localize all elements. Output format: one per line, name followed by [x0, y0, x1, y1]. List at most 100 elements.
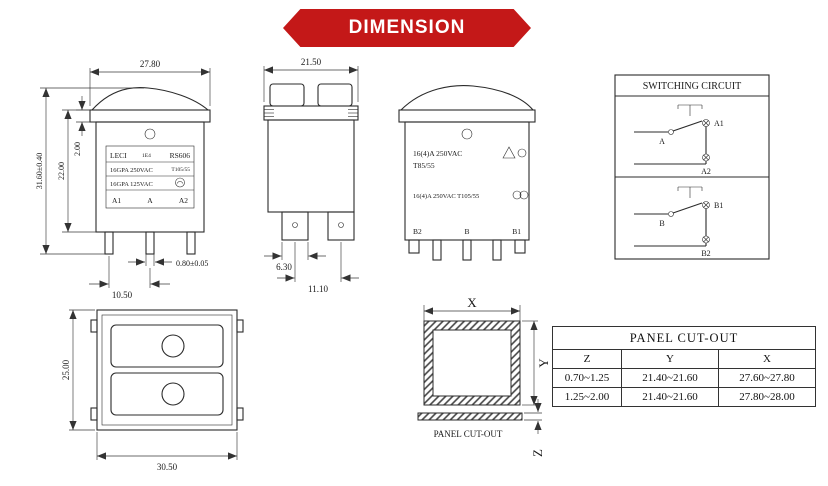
bezel-ribs: [264, 109, 358, 117]
terminal-left-label: A1: [112, 196, 121, 205]
brand-label: LECI: [110, 151, 127, 160]
rating1-label: 16GPA 250VAC: [110, 167, 153, 174]
dim-front-total-height-label: 31.60±0.40: [35, 153, 44, 189]
table-header-y: Y: [621, 349, 719, 369]
lamp-circle-1: [161, 334, 185, 358]
table-row: 0.70~1.25 21.40~21.60 27.60~27.80: [552, 368, 816, 388]
table-header-row: Z Y X: [552, 349, 816, 369]
back-terminal-left-label: B2: [413, 227, 422, 236]
double-circle-cert-icon: [512, 190, 529, 200]
pole-a-com-label: A: [659, 137, 665, 146]
terminal-b2: [432, 239, 442, 261]
rocker-opening-1: [110, 324, 224, 368]
back-rating1-label: 16(4)A 250VAC: [413, 149, 462, 158]
cutout-frame: [423, 320, 521, 406]
actuator-symbol-b: [677, 186, 703, 198]
terminal-b1: [492, 239, 502, 261]
contact-a2-symbol: [702, 153, 710, 162]
dim-bottom-width: 30.50: [96, 432, 238, 472]
dim-terminal-thickness-label: 0.80±0.05: [176, 259, 208, 268]
terminal-row-2: [327, 211, 355, 241]
panel-cutout-table: PANEL CUT-OUT Z Y X 0.70~1.25 21.40~21.6…: [552, 326, 816, 407]
pole-b-com-label: B: [659, 219, 664, 228]
lamp-circle-2: [161, 382, 185, 406]
back-temp1-label: T85/55: [413, 161, 435, 170]
panel-edge-view: [417, 412, 523, 421]
bezel: [398, 109, 536, 123]
dim-side-width-label: 21.50: [301, 57, 322, 67]
inner-frame: [101, 314, 233, 426]
back-terminal-mid-label: B: [464, 227, 469, 236]
dim-bottom-height-label: 25.00: [61, 359, 71, 380]
rocker-end-1: [269, 83, 305, 107]
circuit-title: SWITCHING CIRCUIT: [643, 81, 742, 92]
model-label: RS606: [170, 151, 191, 160]
side-post-right: [514, 239, 526, 254]
dim-front-width: 27.80: [89, 59, 211, 106]
pole-b-no-label: B1: [714, 201, 723, 210]
outer-frame: [96, 309, 238, 431]
table-title: PANEL CUT-OUT: [552, 326, 816, 350]
terminal-row-1: [281, 211, 309, 241]
contact-b2-symbol: [702, 235, 710, 244]
dim-cutout-z: Z: [524, 399, 545, 457]
terminal-b: [462, 239, 472, 261]
dim-bottom-height: 25.00: [61, 309, 95, 431]
front-rating-plate: LECI 1E4 RS606 16GPA 250VAC T105/55 16GP…: [105, 145, 195, 209]
dim-terminal-pitch: 10.50: [89, 256, 170, 300]
cutout-x-label: X: [467, 295, 477, 310]
back-marking-text: 16(4)A 250VAC T85/55 16(4)A 250VAC T105/…: [413, 146, 529, 236]
circuit-box: [614, 74, 770, 260]
cert-code-label: 1E4: [142, 153, 151, 159]
contact-a1-symbol: [702, 119, 710, 127]
ul-mark-icon: [175, 177, 185, 188]
dim-front-body-height: 22.00: [57, 109, 96, 233]
bottom-view-drawing: 25.00 30.50: [61, 309, 244, 472]
body: [95, 121, 205, 233]
bezel: [263, 105, 359, 121]
rating2-label: 16GPA 125VAC: [110, 181, 153, 188]
dim-tab-pitch: 11.10: [277, 242, 359, 294]
dim-front-body-height-label: 22.00: [57, 162, 66, 180]
dim-cutout-x: X: [423, 295, 521, 321]
rocker-opening-2: [110, 372, 224, 416]
plate-frame: [105, 145, 195, 209]
temp-label: T105/55: [171, 167, 190, 173]
clip-top-right: [236, 319, 244, 333]
clip-bottom-left: [90, 407, 98, 421]
switching-circuit-diagram: SWITCHING CIRCUIT A A1 A2: [614, 74, 770, 260]
mounting-hole: [144, 128, 156, 140]
dimension-banner: DIMENSION: [283, 9, 531, 47]
clip-bottom-right: [236, 407, 244, 421]
back-switch-body: [398, 85, 536, 261]
pole-b-nc-label: B2: [701, 249, 710, 258]
actuator-symbol-a: [677, 104, 703, 116]
mounting-hole: [461, 128, 473, 140]
dim-front-bezel-label: 2.00: [73, 142, 82, 156]
bezel: [89, 109, 211, 123]
body: [404, 121, 530, 241]
table-header-x: X: [718, 349, 816, 369]
table-cell: 21.40~21.60: [621, 387, 719, 407]
table-cell: 27.80~28.00: [718, 387, 816, 407]
table-cell: 0.70~1.25: [552, 368, 622, 388]
front-view-drawing: LECI 1E4 RS606 16GPA 250VAC T105/55 16GP…: [35, 59, 211, 300]
back-rating2-label: 16(4)A 250VAC T105/55: [413, 193, 479, 200]
cutout-y-label: Y: [536, 358, 551, 368]
dim-front-bezel: 2.00: [73, 96, 96, 156]
side-view-drawing: 21.50 6.30 11.10: [263, 57, 359, 294]
panel-cutout-drawing: X Y Z PANEL CUT-OUT: [417, 295, 551, 457]
side-post-left: [408, 239, 420, 254]
cutout-caption: PANEL CUT-OUT: [434, 429, 503, 439]
rocker-profile: [400, 85, 534, 111]
rocker-end-2: [317, 83, 353, 107]
front-switch-body: [89, 87, 211, 255]
dim-tab-width: 6.30: [264, 242, 326, 272]
table-cell: 21.40~21.60: [621, 368, 719, 388]
dim-side-width: 21.50: [263, 57, 359, 102]
circuit-pole-a: A A1 A2: [634, 104, 724, 176]
bottom-switch-body: [90, 309, 244, 431]
terminal-hole-1: [292, 222, 298, 228]
rocker-profile: [91, 87, 209, 111]
